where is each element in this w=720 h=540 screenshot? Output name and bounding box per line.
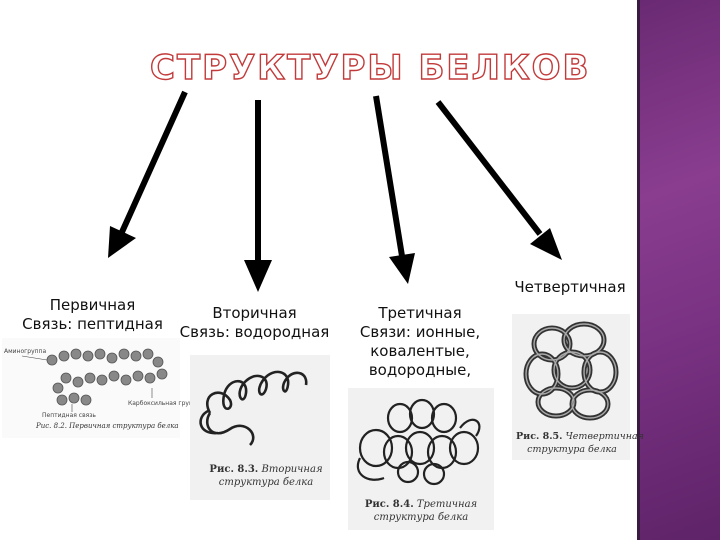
tertiary-bond-line-3: водородные, — [368, 361, 472, 379]
tertiary-structure-figure: Рис. 8.4. Третичная структура белка — [348, 388, 494, 530]
quaternary-caption-number: Рис. 8.5. — [516, 431, 563, 442]
quaternary-caption: Рис. 8.5. Четвертичная структура белка — [516, 430, 644, 456]
arrow-to-primary — [108, 90, 188, 258]
tertiary-bond-line-2: ковалентые, — [370, 342, 470, 360]
tertiary-caption-line1: Третичная — [416, 499, 478, 510]
amino-group-label: Аминогруппа — [4, 348, 47, 355]
primary-name: Первичная — [49, 296, 136, 314]
tertiary-caption: Рис. 8.4. Третичная структура белка — [358, 498, 484, 524]
arrow-to-quaternary — [435, 100, 562, 260]
secondary-caption-line1: Вторичная — [261, 464, 323, 475]
primary-bond: Связь: пептидная — [22, 315, 163, 333]
primary-structure-figure: Аминогруппа Пептидная связь Карбоксильна… — [2, 338, 200, 438]
primary-caption: Рис. 8.2. Первичная структура белка — [36, 422, 179, 430]
decorative-side-band — [637, 0, 720, 540]
quaternary-label: Четвертичная — [505, 278, 635, 297]
quaternary-name: Четвертичная — [514, 278, 626, 296]
carboxyl-group-label: Карбоксильная группа — [128, 400, 201, 407]
secondary-helix-drawing — [199, 370, 308, 446]
secondary-caption: Рис. 8.3. Вторичная структура белка — [206, 463, 326, 489]
secondary-caption-line2: структура белка — [218, 477, 314, 488]
tertiary-fold-drawing — [356, 398, 481, 486]
arrow-to-secondary — [244, 100, 272, 292]
secondary-name: Вторичная — [212, 304, 297, 322]
primary-label: Первичная Связь: пептидная — [10, 296, 175, 334]
tertiary-caption-number: Рис. 8.4. — [364, 499, 414, 510]
secondary-label: Вторичная Связь: водородная — [172, 304, 337, 342]
secondary-structure-figure: Рис. 8.3. Вторичная структура белка — [190, 355, 330, 500]
secondary-caption-number: Рис. 8.3. — [209, 464, 259, 475]
peptide-bond-label: Пептидная связь — [42, 412, 96, 419]
tertiary-caption-line2: структура белка — [373, 512, 469, 523]
quaternary-complex-drawing — [523, 321, 619, 421]
quaternary-caption-line1: Четвертичная — [565, 431, 644, 442]
tertiary-label: Третичная Связи: ионные, ковалентые, вод… — [340, 304, 500, 380]
secondary-bond: Связь: водородная — [179, 323, 330, 341]
tertiary-name: Третичная — [378, 304, 462, 322]
tertiary-bond-line-1: Связи: ионные, — [359, 323, 481, 341]
quaternary-caption-line2: структура белка — [527, 444, 617, 455]
quaternary-structure-figure: Рис. 8.5. Четвертичная структура белка — [512, 314, 644, 460]
arrow-to-tertiary — [373, 95, 415, 284]
primary-chain-drawing — [21, 348, 168, 412]
